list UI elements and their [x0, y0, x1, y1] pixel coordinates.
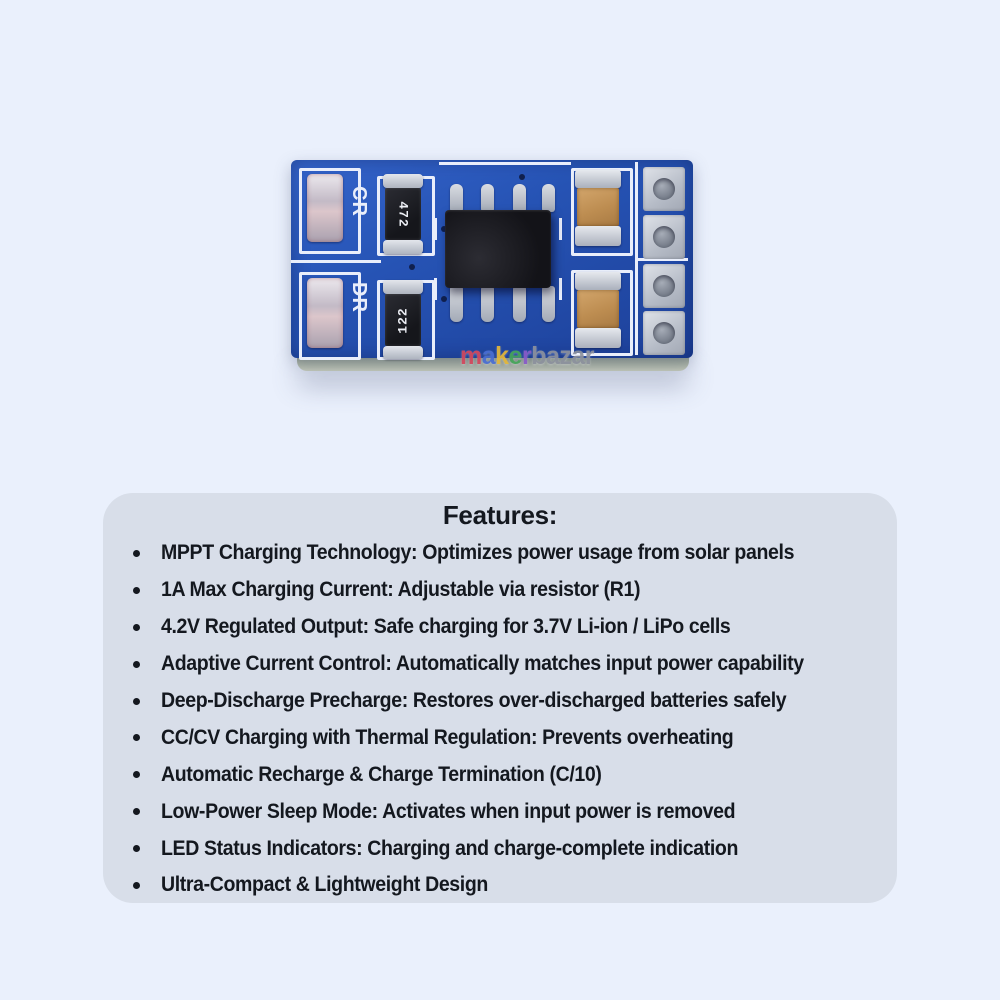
bullet-icon	[133, 808, 140, 816]
bullet-icon	[133, 660, 140, 668]
through-hole	[653, 322, 675, 344]
feature-item: Low-Power Sleep Mode: Activates when inp…	[133, 793, 873, 830]
via-dot	[519, 174, 525, 180]
via-dot	[441, 296, 447, 302]
silkscreen-line	[638, 258, 688, 261]
watermark-suffix: bazar	[531, 342, 594, 370]
resistor-122-cap	[383, 280, 423, 294]
ic-lead	[542, 184, 555, 212]
feature-item: CC/CV Charging with Thermal Regulation: …	[133, 719, 873, 756]
through-hole	[653, 178, 675, 200]
watermark-letter: a	[481, 342, 496, 370]
feature-text: LED Status Indicators: Charging and char…	[161, 836, 739, 860]
feature-text: 1A Max Charging Current: Adjustable via …	[161, 578, 641, 602]
ic-lead	[450, 286, 463, 322]
silkscreen-line	[439, 162, 571, 165]
feature-item: 4.2V Regulated Output: Safe charging for…	[133, 609, 873, 646]
ic-lead	[450, 184, 463, 212]
silkscreen-line	[559, 278, 562, 300]
product-photo: CR DR 472 122	[0, 0, 1000, 420]
capacitor-end	[575, 272, 621, 290]
resistor-472-label: 472	[395, 200, 411, 228]
watermark-letter: r	[521, 342, 532, 370]
feature-text: Adaptive Current Control: Automatically …	[161, 652, 804, 676]
led-done	[307, 278, 343, 348]
silkscreen-line	[291, 260, 381, 263]
resistor-472-cap	[383, 240, 423, 254]
led-charge	[307, 174, 343, 242]
silkscreen-frame	[299, 272, 361, 360]
silkscreen-line	[559, 218, 562, 240]
ic-lead	[513, 184, 526, 212]
feature-text: Ultra-Compact & Lightweight Design	[161, 873, 488, 897]
through-hole-pad	[643, 264, 685, 308]
resistor-122: 122	[385, 294, 421, 346]
feature-item: MPPT Charging Technology: Optimizes powe…	[133, 535, 873, 572]
pcb-board: CR DR 472 122	[291, 160, 693, 360]
silkscreen-label-cr: CR	[347, 166, 371, 217]
features-card: Features: MPPT Charging Technology: Opti…	[103, 493, 897, 903]
feature-item: LED Status Indicators: Charging and char…	[133, 830, 873, 867]
ic-lead	[481, 184, 494, 212]
watermark-letter: m	[460, 342, 482, 370]
watermark-letter: e	[508, 342, 523, 370]
feature-item: 1A Max Charging Current: Adjustable via …	[133, 572, 873, 609]
watermark-makerbazar: makerbazar	[460, 342, 594, 371]
feature-item: Ultra-Compact & Lightweight Design	[133, 867, 873, 904]
silkscreen-label-cr-text: CR	[348, 186, 370, 217]
silkscreen-line	[635, 162, 638, 355]
through-hole	[653, 275, 675, 297]
silkscreen-label-dr: DR	[347, 262, 371, 313]
bullet-icon	[133, 771, 140, 779]
capacitor-end	[575, 170, 621, 188]
ic-lead	[542, 286, 555, 322]
via-dot	[409, 264, 415, 270]
through-hole-pad	[643, 215, 685, 259]
features-title: Features:	[442, 500, 558, 530]
capacitor-end	[575, 328, 621, 348]
bullet-icon	[133, 845, 140, 853]
feature-text: CC/CV Charging with Thermal Regulation: …	[161, 725, 734, 749]
feature-text: Automatic Recharge & Charge Termination …	[161, 762, 602, 786]
via-dot	[441, 226, 447, 232]
silkscreen-frame	[571, 270, 633, 356]
feature-text: 4.2V Regulated Output: Safe charging for…	[161, 615, 731, 639]
feature-item: Deep-Discharge Precharge: Restores over-…	[133, 683, 873, 720]
bullet-icon	[133, 623, 140, 631]
feature-text: Deep-Discharge Precharge: Restores over-…	[161, 689, 787, 712]
watermark-letter: k	[495, 342, 509, 370]
resistor-472-cap	[383, 174, 423, 188]
silkscreen-label-dr-text: DR	[348, 282, 370, 313]
through-hole	[653, 226, 675, 248]
feature-text: MPPT Charging Technology: Optimizes powe…	[161, 541, 795, 565]
silkscreen-frame	[299, 168, 361, 254]
capacitor-body	[577, 188, 619, 226]
resistor-122-cap	[383, 346, 423, 359]
silkscreen-line	[434, 218, 437, 240]
bullet-icon	[133, 881, 140, 889]
capacitor-body	[577, 290, 619, 328]
feature-text: Low-Power Sleep Mode: Activates when inp…	[161, 799, 736, 823]
ic-lead	[481, 286, 494, 322]
bullet-icon	[133, 549, 140, 557]
resistor-122-label: 122	[395, 306, 411, 334]
features-list: MPPT Charging Technology: Optimizes powe…	[103, 535, 897, 904]
bullet-icon	[133, 734, 140, 742]
capacitor-end	[575, 226, 621, 246]
bullet-icon	[133, 586, 140, 594]
silkscreen-frame	[571, 168, 633, 256]
silkscreen-line	[434, 278, 437, 300]
feature-item: Adaptive Current Control: Automatically …	[133, 646, 873, 683]
ic-lead	[513, 286, 526, 322]
bullet-icon	[133, 697, 140, 705]
resistor-472: 472	[385, 188, 421, 240]
feature-item: Automatic Recharge & Charge Termination …	[133, 756, 873, 793]
ic-chip	[445, 210, 551, 288]
through-hole-pad	[643, 167, 685, 211]
through-hole-pad	[643, 311, 685, 355]
